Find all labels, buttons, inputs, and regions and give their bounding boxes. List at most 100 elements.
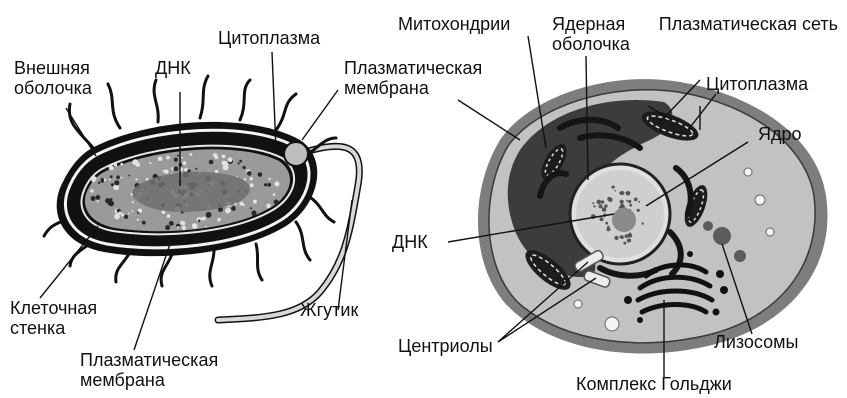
cytoplasm-speck	[240, 202, 244, 206]
cytoplasm-speck	[167, 214, 171, 218]
chromatin-speck	[599, 204, 603, 208]
chromatin-speck	[629, 204, 632, 207]
cytoplasm-speck	[243, 166, 246, 169]
cytoplasm-speck	[131, 210, 133, 212]
cytoplasm-speck	[177, 155, 179, 157]
cytoplasm-speck	[253, 200, 257, 204]
cytoplasm-speck	[90, 189, 94, 193]
cytoplasm-speck	[274, 181, 279, 186]
cytoplasm-speck	[173, 166, 178, 171]
cytoplasm-speck	[195, 168, 197, 170]
cytoplasm-speck	[247, 171, 252, 176]
cytoplasm-speck	[182, 226, 186, 230]
cytoplasm-speck	[198, 220, 201, 223]
chromatin-speck	[620, 191, 624, 195]
cytoplasm-speck	[114, 163, 117, 166]
cytoplasm-speck	[268, 178, 271, 181]
cytoplasm-speck	[120, 163, 123, 166]
chromatin-speck	[592, 202, 594, 204]
cytoplasm-speck	[97, 200, 99, 202]
chromatin-speck	[608, 198, 613, 203]
cytoplasm-speck	[149, 162, 151, 164]
cytoplasm-speck	[238, 162, 240, 164]
cytoplasm-speck	[121, 213, 124, 216]
cytoplasm-speck	[264, 183, 267, 186]
chromatin-speck	[625, 192, 627, 194]
cytoplasm-speck	[209, 160, 214, 165]
label-lysosomes: Лизосомы	[714, 332, 798, 352]
label-prokaryote-dna: ДНК	[155, 58, 191, 78]
cytoplasm-speck	[137, 219, 139, 221]
label-plasma-membrane-top: Плазматическая мембрана	[344, 58, 494, 98]
cytoplasm-speck	[274, 200, 279, 205]
chromatin-speck	[614, 236, 618, 240]
chromatin-speck	[615, 190, 617, 192]
cytoplasm-speck	[169, 221, 174, 226]
cytoplasm-speck	[165, 225, 170, 230]
cytoplasm-speck	[109, 165, 114, 170]
chromatin-speck	[624, 206, 626, 208]
cytoplasm-speck	[132, 159, 138, 165]
chromatin-speck	[604, 213, 606, 215]
cytoplasm-speck	[225, 208, 231, 214]
cytoplasm-speck	[222, 155, 226, 159]
cytoplasm-speck	[128, 175, 130, 177]
label-eukaryote-dna: ДНК	[392, 232, 428, 252]
chromatin-speck	[627, 239, 630, 242]
cytoplasm-speck	[164, 169, 168, 173]
cytoplasm-speck	[105, 168, 107, 170]
label-plasma-membrane-bottom: Плазматическая мембрана	[80, 350, 270, 390]
cytoplasm-speck	[135, 178, 137, 180]
label-mitochondria: Митохондрии	[398, 14, 510, 34]
cytoplasm-speck	[206, 212, 212, 218]
cytoplasm-speck	[142, 221, 146, 225]
label-golgi: Комплекс Гольджи	[576, 374, 732, 394]
cytoplasm-speck	[114, 214, 120, 220]
cytoplasm-speck	[205, 226, 207, 228]
cytoplasm-speck	[250, 177, 253, 180]
cytoplasm-speck	[177, 226, 179, 228]
chromatin-speck	[605, 222, 608, 225]
label-eukaryote-cytoplasm: Цитоплазма	[706, 74, 808, 94]
cytoplasm-speck	[215, 170, 219, 174]
cytoplasm-speck	[217, 218, 221, 222]
cytoplasm-speck	[228, 157, 233, 162]
chromatin-speck	[604, 204, 607, 207]
cytoplasm-speck	[101, 178, 104, 181]
cytoplasm-speck	[223, 164, 229, 170]
cytoplasm-speck	[118, 212, 121, 215]
chromatin-speck	[620, 204, 625, 209]
chromatin-speck	[628, 200, 631, 203]
chromatin-speck	[620, 235, 624, 239]
label-cell-wall: Клеточная стенка	[10, 298, 130, 338]
cytoplasm-speck	[213, 153, 217, 157]
label-nuclear-envelope: Ядерная оболочка	[552, 14, 662, 54]
cytoplasm-speck	[189, 153, 192, 156]
cytoplasm-speck	[174, 158, 178, 162]
cytoplasm-speck	[183, 161, 187, 165]
cytoplasm-speck	[181, 157, 183, 159]
cytoplasm-speck	[162, 210, 166, 214]
chromatin-speck	[642, 222, 644, 224]
cytoplasm-speck	[91, 196, 96, 201]
chromatin-speck	[597, 200, 602, 205]
cytoplasm-speck	[202, 217, 206, 221]
chromatin-speck	[638, 201, 640, 203]
chromatin-speck	[623, 242, 626, 245]
cytoplasm-speck	[258, 172, 263, 177]
cytoplasm-speck	[128, 213, 130, 215]
chromatin-speck	[600, 217, 604, 221]
cytoplasm-speck	[116, 175, 120, 179]
chromatin-speck	[629, 232, 631, 234]
cytoplasm-speck	[114, 180, 119, 185]
cytoplasm-speck	[124, 215, 128, 219]
cytoplasm-speck	[273, 193, 276, 196]
cytoplasm-speck	[96, 195, 101, 200]
chromatin-speck	[601, 200, 604, 203]
label-outer-shell-text: Внешняя оболочка	[14, 58, 134, 98]
cytoplasm-speck	[107, 200, 112, 205]
cytoplasm-speck	[158, 157, 163, 162]
flagellum-base	[284, 142, 308, 166]
cytoplasm-speck	[233, 206, 235, 208]
